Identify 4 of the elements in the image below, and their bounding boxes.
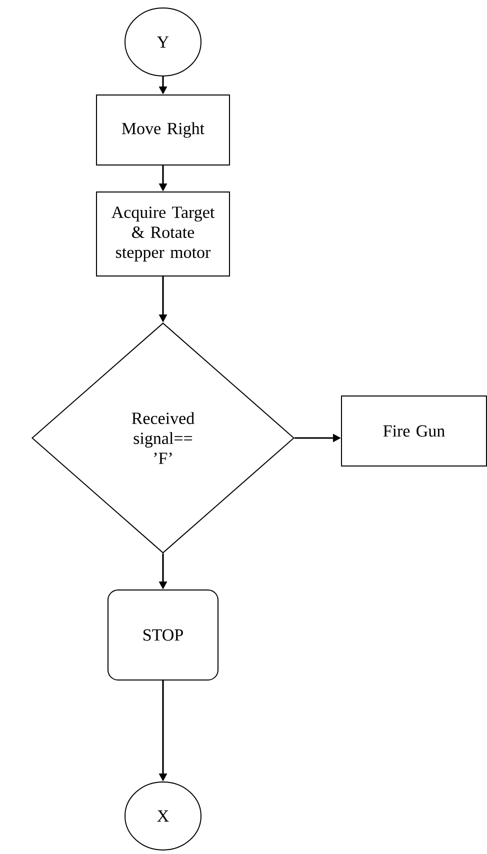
process-box: Fire Gun [341,396,487,466]
process-box: Acquire Target & Rotate stepper motor [96,192,230,276]
terminal-box: STOP [108,590,218,680]
process-box: Move Right [96,94,230,166]
